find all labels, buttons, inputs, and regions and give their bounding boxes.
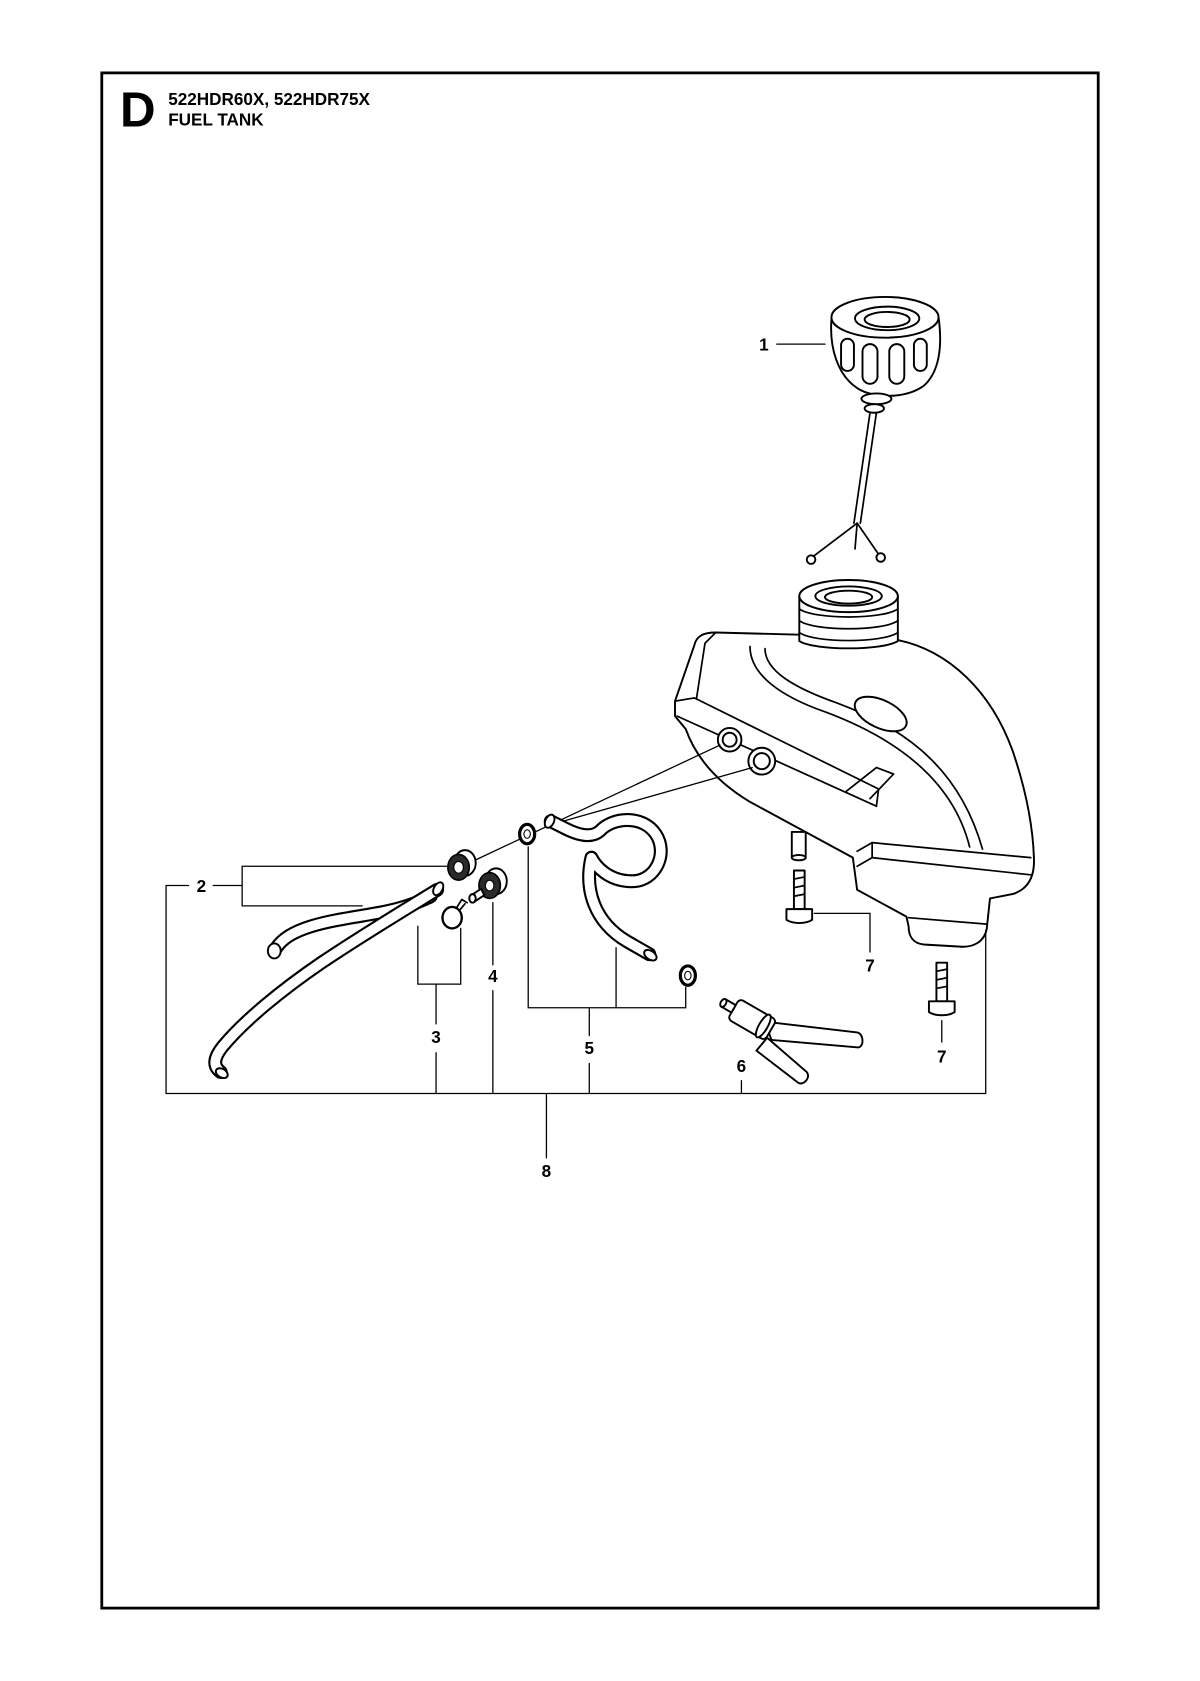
callout-2: 2 — [197, 876, 207, 896]
diagram-title: FUEL TANK — [168, 109, 264, 129]
tank-outlet-nipple — [790, 830, 807, 859]
leader-bracket-3 — [417, 925, 462, 1025]
hose-end — [643, 948, 658, 962]
hose-end — [266, 942, 282, 960]
assembly-line — [472, 744, 721, 862]
wire-fork-leg — [854, 522, 858, 550]
hose-end — [543, 813, 556, 829]
bolt-shaft — [792, 869, 806, 911]
callout-4: 4 — [488, 966, 498, 986]
callout-6: 6 — [737, 1056, 747, 1076]
wire-line — [859, 411, 878, 525]
wire-line — [853, 411, 871, 525]
callout-5: 5 — [585, 1038, 595, 1058]
leader-frame-8-branches — [435, 989, 743, 1159]
callout-1: 1 — [759, 335, 769, 355]
callout-7-upper: 7 — [865, 955, 875, 975]
tank-flange-lower-edge — [676, 715, 878, 808]
filter-nipple-end — [719, 998, 728, 1008]
fuel-filter — [719, 998, 864, 1085]
tank-left-face-edge — [695, 631, 717, 700]
tank-bottom-edge — [907, 916, 988, 925]
washer — [518, 822, 537, 846]
cap-collar-lower — [863, 403, 885, 414]
section-letter: D — [120, 82, 156, 137]
wire-fork-leg — [856, 522, 880, 556]
clamp-tab — [455, 898, 468, 909]
cap-grip-rib — [912, 337, 928, 372]
tank-top-ridge-outer — [749, 645, 971, 848]
fuel-tank — [674, 631, 1035, 948]
hose-fill — [545, 815, 666, 959]
hose-end — [214, 1067, 229, 1080]
callout-3: 3 — [431, 1027, 441, 1047]
bolt-thread — [935, 968, 948, 990]
cap-top-center — [863, 311, 911, 328]
leader-line-7-upper — [813, 912, 871, 953]
callout-7-lower: 7 — [937, 1046, 947, 1066]
page-frame — [100, 71, 1100, 1610]
bolt — [785, 869, 814, 925]
valve-nipple-end — [468, 893, 477, 904]
filter-clip-strap — [755, 1036, 809, 1085]
tank-outlet-nipple-end — [790, 854, 807, 862]
filter-clip-ring — [754, 1013, 772, 1039]
cap-grip-rib — [861, 343, 879, 385]
grommet — [447, 849, 477, 881]
neck-thread — [798, 631, 899, 642]
wire-fork-leg — [812, 522, 858, 558]
filter-body-group — [719, 998, 776, 1040]
cap-strainer-wire — [805, 411, 886, 565]
callout-8: 8 — [542, 1161, 552, 1181]
cap-grip-rib — [888, 343, 906, 385]
neck-thread — [798, 619, 899, 630]
clamp-ring — [441, 905, 463, 930]
leader-bracket-2 — [212, 865, 449, 907]
leader-bracket-5 — [527, 846, 687, 1037]
tank-body — [674, 631, 1035, 948]
leader-frame-8 — [165, 884, 987, 1095]
valve-center — [484, 879, 495, 892]
tank-oval-recess — [853, 695, 908, 733]
washer-hole — [684, 970, 692, 981]
tank-port-hole-lower-inner — [752, 752, 771, 771]
fuel-hose-suction — [208, 881, 445, 1080]
neck-thread — [798, 608, 899, 618]
hose-end — [432, 881, 445, 897]
washer-hole — [523, 829, 531, 839]
hose-outline — [543, 813, 668, 962]
fuel-cap — [830, 295, 942, 414]
bolt-thread — [793, 876, 806, 898]
cap-collar — [860, 392, 893, 406]
wire-fork-tip — [875, 552, 886, 563]
hose-fill — [210, 884, 442, 1077]
assembly-line — [558, 766, 753, 823]
bolt-shaft — [935, 961, 949, 1003]
grommet-hole — [453, 860, 464, 874]
tank-filler-neck — [798, 579, 899, 650]
tank-top-ridge-inner — [764, 647, 984, 850]
neck-opening-inner — [824, 589, 874, 605]
fuel-hose-loop — [543, 813, 668, 962]
hose-clamp — [441, 898, 468, 930]
clamp-tab — [458, 902, 466, 912]
tank-port-hole-upper-inner — [721, 731, 738, 748]
filter-clip-strap — [764, 1020, 864, 1049]
model-numbers: 522HDR60X, 522HDR75X — [168, 89, 370, 109]
tank-notch — [845, 766, 895, 800]
washer — [678, 964, 697, 987]
bolt — [927, 961, 956, 1017]
cap-grip-rib — [840, 337, 855, 372]
cap-body — [830, 316, 942, 397]
bolt-head — [785, 908, 814, 925]
wire-fork-tip — [805, 554, 817, 565]
check-valve — [468, 867, 508, 904]
bolt-head — [927, 1000, 956, 1017]
tank-flange-upper-edge — [674, 697, 880, 808]
